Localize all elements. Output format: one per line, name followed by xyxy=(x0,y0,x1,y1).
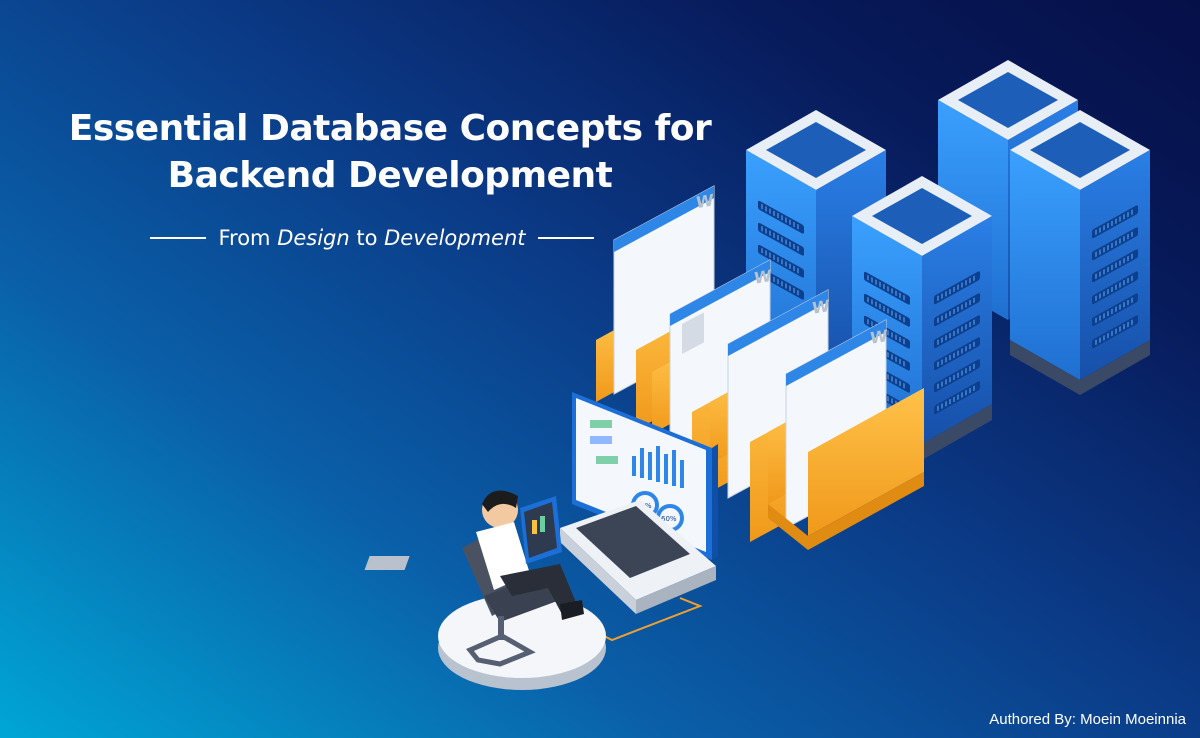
author-credit: Authored By: Moein Moeinnia xyxy=(989,711,1186,728)
server-rack-icon xyxy=(1010,110,1150,395)
person-icon xyxy=(476,490,584,620)
document-mark: W xyxy=(812,296,830,318)
subtitle-development: Development xyxy=(384,226,526,250)
subtitle: From Design to Development xyxy=(122,224,622,252)
title-line-1: Essential Database Concepts for xyxy=(68,108,712,149)
document-mark: W xyxy=(870,326,888,348)
document-mark: W xyxy=(754,266,772,288)
subtitle-middle: to xyxy=(349,226,385,250)
folder-icon: W xyxy=(768,319,924,550)
subtitle-rule-right xyxy=(537,237,594,239)
subtitle-prefix: From xyxy=(218,226,278,250)
gauge-label: 60% xyxy=(661,515,677,523)
page-title: Essential Database Concepts for Backend … xyxy=(40,105,740,199)
title-line-2: Backend Development xyxy=(167,155,613,196)
subtitle-text: From Design to Development xyxy=(218,226,525,250)
laptop-icon xyxy=(364,500,716,614)
server-rack-icon xyxy=(852,176,992,460)
subtitle-design: Design xyxy=(277,226,350,250)
document-mark: W xyxy=(696,190,714,212)
subtitle-rule-left xyxy=(150,237,207,239)
bar-chart-icon xyxy=(632,446,684,488)
tablet-icon xyxy=(520,496,562,564)
